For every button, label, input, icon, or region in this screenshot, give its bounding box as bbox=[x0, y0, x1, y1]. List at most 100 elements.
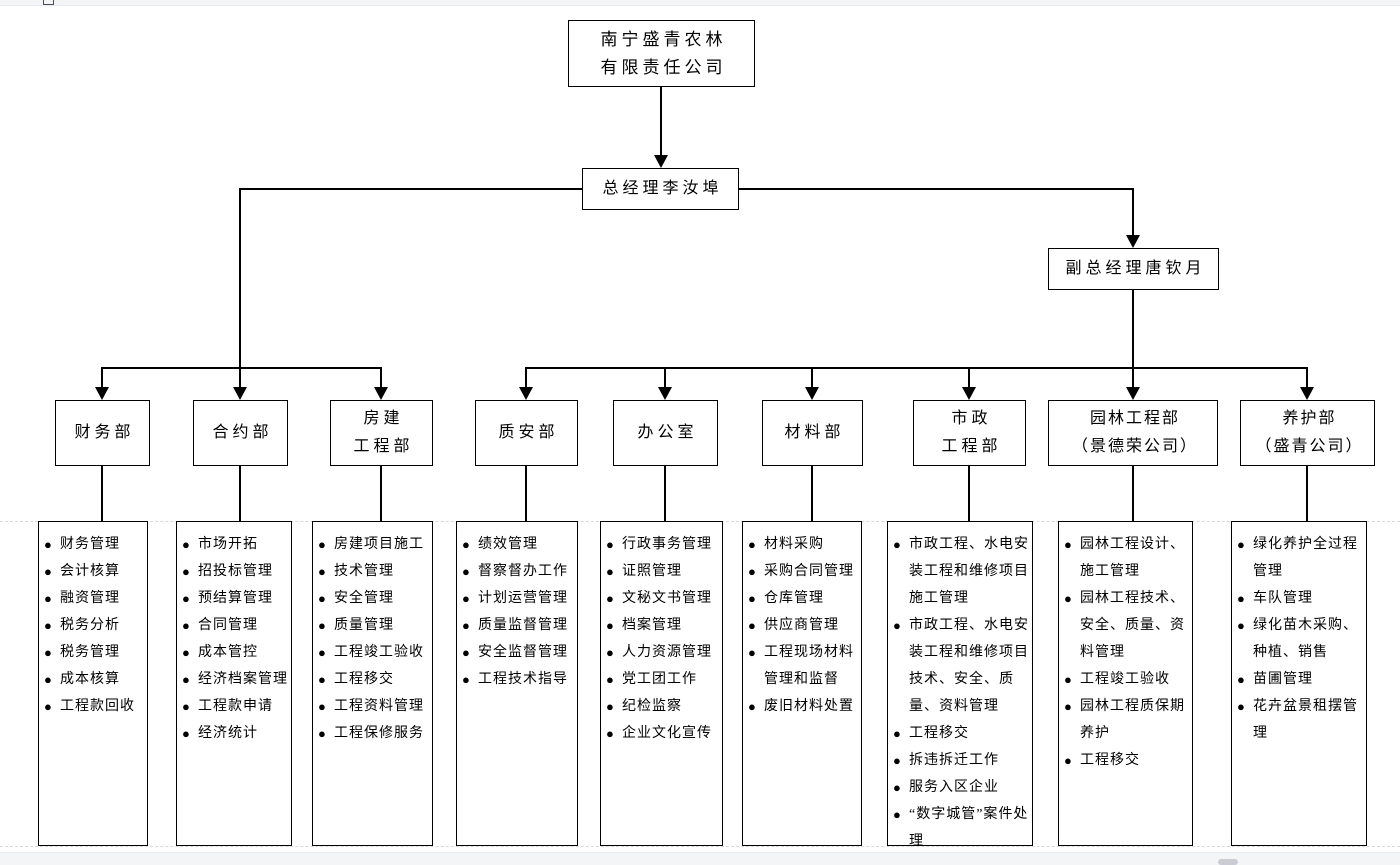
duty-text: 安全管理 bbox=[334, 591, 394, 606]
bullet-icon: ● bbox=[606, 645, 614, 660]
bullet-icon: ● bbox=[318, 564, 326, 579]
connector bbox=[739, 188, 1134, 190]
housing-construction-duty-list: ●房建项目施工●技术管理●安全管理●质量管理●工程竣工验收●工程移交●工程资料管… bbox=[312, 521, 433, 846]
connector bbox=[1132, 188, 1134, 236]
bullet-icon: ● bbox=[44, 672, 52, 687]
connector bbox=[660, 87, 662, 155]
duty-item: ●工程保修服务 bbox=[318, 720, 430, 747]
duty-item: ●工程技术指导 bbox=[462, 666, 575, 693]
duty-item: ●行政事务管理 bbox=[606, 531, 720, 558]
housing-construction-dept-box: 房建 工程部 bbox=[330, 400, 433, 466]
quality-safety-dept-box: 质安部 bbox=[475, 400, 578, 466]
duty-item: ●园林工程质保期养护 bbox=[1064, 693, 1190, 747]
bullet-icon: ● bbox=[1237, 699, 1245, 714]
bullet-icon: ● bbox=[1064, 537, 1072, 552]
bullet-icon: ● bbox=[182, 618, 190, 633]
arrowhead-icon bbox=[805, 387, 819, 400]
duty-item: ●成本核算 bbox=[44, 666, 145, 693]
page-boundary-dash bbox=[0, 846, 1400, 847]
connector bbox=[1306, 367, 1308, 388]
duty-text: 质量管理 bbox=[334, 618, 394, 633]
duty-text: 工程移交 bbox=[334, 672, 394, 687]
dept-label: 园林工程部 bbox=[1089, 410, 1180, 427]
arrowhead-icon bbox=[1126, 387, 1140, 400]
window-bottom-strip bbox=[0, 852, 1400, 865]
dept-label: 财务部 bbox=[74, 424, 135, 441]
bullet-icon: ● bbox=[748, 645, 756, 660]
company-name-line: 有限责任公司 bbox=[600, 57, 727, 77]
duty-text: 工程款回收 bbox=[60, 699, 135, 714]
duty-text: 市场开拓 bbox=[198, 537, 258, 552]
duty-text: 材料采购 bbox=[764, 537, 824, 552]
bullet-icon: ● bbox=[182, 726, 190, 741]
window-top-strip bbox=[0, 0, 1400, 6]
bullet-icon: ● bbox=[318, 645, 326, 660]
office-dept-box: 办公室 bbox=[613, 400, 718, 466]
contract-dept-box: 合约部 bbox=[193, 400, 288, 466]
bullet-icon: ● bbox=[182, 645, 190, 660]
arrowhead-icon bbox=[654, 155, 668, 168]
bullet-icon: ● bbox=[1064, 591, 1072, 606]
duty-item: ● 苗圃管理 bbox=[1237, 666, 1364, 693]
duty-text: 会计核算 bbox=[60, 564, 120, 579]
duty-text: 园林工程技术、安全、质量、资料管理 bbox=[1080, 591, 1185, 660]
arrowhead-icon bbox=[1126, 235, 1140, 248]
bullet-icon: ● bbox=[1237, 672, 1245, 687]
bullet-icon: ● bbox=[893, 618, 901, 633]
dept-label: 工程部 bbox=[941, 438, 1002, 455]
maintenance-dept-box: 养护部 （盛青公司） bbox=[1240, 400, 1375, 466]
bullet-icon: ● bbox=[44, 591, 52, 606]
duty-item: ●党工团工作 bbox=[606, 666, 720, 693]
duty-text: 证照管理 bbox=[622, 564, 682, 579]
bullet-icon: ● bbox=[606, 726, 614, 741]
duty-text: 人力资源管理 bbox=[622, 645, 712, 660]
bullet-icon: ● bbox=[1064, 699, 1072, 714]
duty-text: 合同管理 bbox=[198, 618, 258, 633]
duty-item: ●税务分析 bbox=[44, 612, 145, 639]
materials-dept-box: 材料部 bbox=[762, 400, 863, 466]
municipal-engineering-dept-box: 市政 工程部 bbox=[913, 400, 1026, 466]
horizontal-scrollbar-thumb[interactable] bbox=[1218, 859, 1238, 865]
bullet-icon: ● bbox=[462, 618, 470, 633]
duty-text: 废旧材料处置 bbox=[764, 699, 854, 714]
arrowhead-icon bbox=[519, 387, 533, 400]
connector bbox=[239, 367, 241, 388]
bullet-icon: ● bbox=[44, 645, 52, 660]
duty-item: ●材料采购 bbox=[748, 531, 859, 558]
duty-item: ●成本管控 bbox=[182, 639, 289, 666]
duty-item: ●文秘文书管理 bbox=[606, 585, 720, 612]
bullet-icon: ● bbox=[44, 564, 52, 579]
duty-text: “数字城管”案件处理 bbox=[909, 807, 1029, 849]
duty-text: 行政事务管理 bbox=[622, 537, 712, 552]
duty-item: ● 人力资源管理 bbox=[606, 639, 720, 666]
duty-item: ● 会计核算 bbox=[44, 558, 145, 585]
connector bbox=[1306, 466, 1308, 521]
bullet-icon: ● bbox=[182, 537, 190, 552]
duty-text: 督察督办工作 bbox=[478, 564, 568, 579]
duty-item: ●税务管理 bbox=[44, 639, 145, 666]
duty-item: ●工程移交 bbox=[1064, 747, 1190, 774]
arrowhead-icon bbox=[233, 387, 247, 400]
bullet-icon: ● bbox=[606, 672, 614, 687]
connector bbox=[1132, 290, 1134, 367]
duty-text: 苗圃管理 bbox=[1253, 672, 1313, 687]
duty-item: ●绿化苗木采购、种植、销售 bbox=[1237, 612, 1364, 666]
duty-text: 文秘文书管理 bbox=[622, 591, 712, 606]
duty-text: 绿化苗木采购、种植、销售 bbox=[1253, 618, 1358, 660]
duty-item: ●经济统计 bbox=[182, 720, 289, 747]
bullet-icon: ● bbox=[748, 618, 756, 633]
connector bbox=[811, 466, 813, 521]
duty-text: 预结算管理 bbox=[198, 591, 273, 606]
duty-item: ●企业文化宣传 bbox=[606, 720, 720, 747]
dept-label: 材料部 bbox=[784, 424, 845, 441]
duty-text: 绩效管理 bbox=[478, 537, 538, 552]
duty-text: 工程竣工验收 bbox=[1080, 672, 1170, 687]
duty-item: ● 工程现场材料管理和监督 bbox=[748, 639, 859, 693]
duty-text: 工程现场材料管理和监督 bbox=[764, 645, 854, 687]
connector bbox=[968, 466, 970, 521]
landscape-engineering-dept-box: 园林工程部 （景德荣公司） bbox=[1048, 400, 1218, 466]
bullet-icon: ● bbox=[318, 726, 326, 741]
duty-text: 安全监督管理 bbox=[478, 645, 568, 660]
dept-label: 养护部 bbox=[1282, 410, 1337, 427]
dept-label: 市政 bbox=[951, 410, 992, 427]
